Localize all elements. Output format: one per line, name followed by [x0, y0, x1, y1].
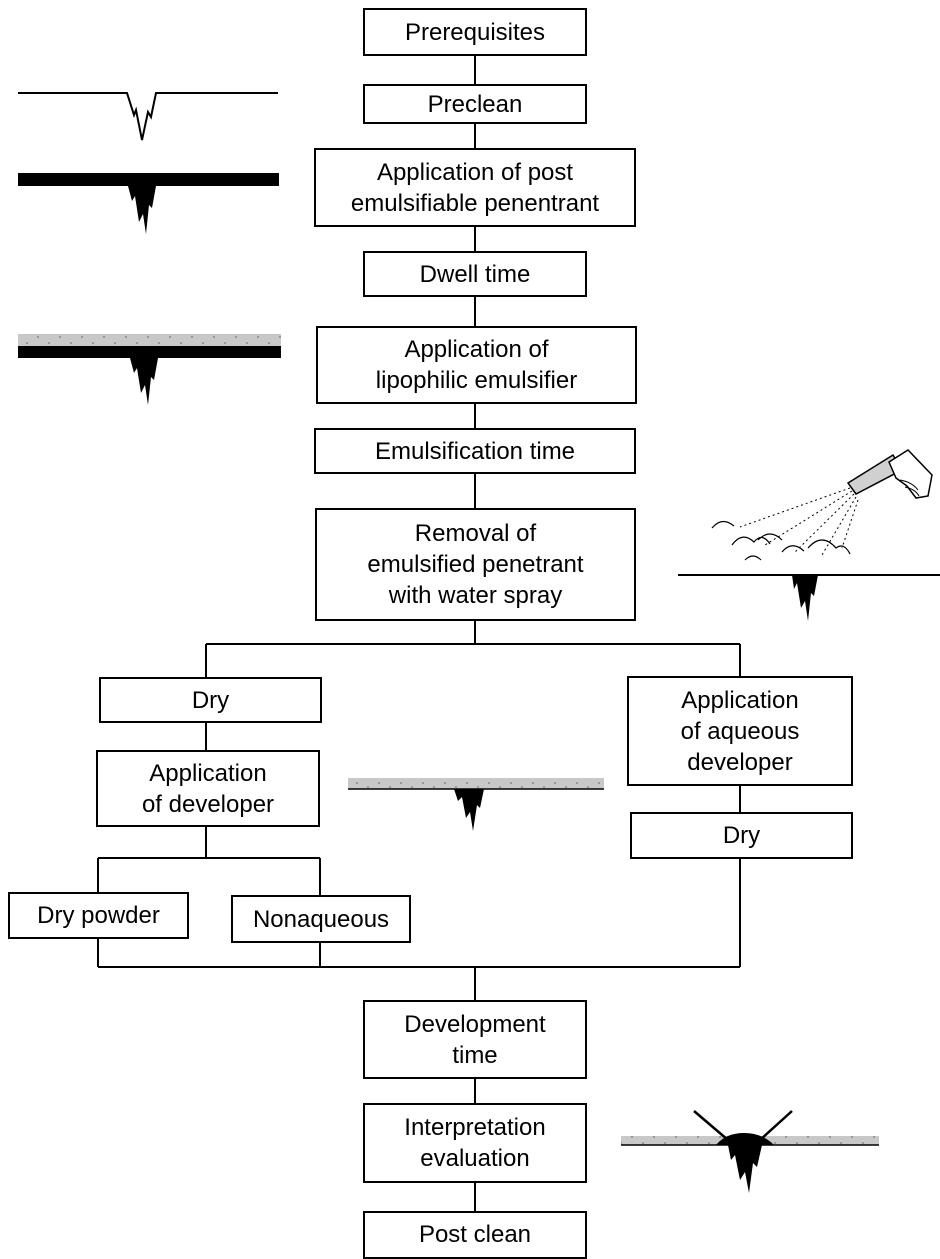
step-label: Application of aqueous developer: [680, 686, 800, 776]
step-label: Dry: [722, 822, 761, 849]
step-apply-penetrant: Application of post emulsifiable penentr…: [314, 148, 636, 227]
step-label: Development time: [404, 1010, 546, 1069]
step-apply-emulsifier: Application of lipophilic emulsifier: [316, 326, 637, 404]
developer-layer-icon: [348, 778, 604, 831]
step-label: Preclean: [427, 90, 523, 118]
step-label: Application of lipophilic emulsifier: [375, 336, 578, 394]
step-apply-aqueous-developer: Application of aqueous developer: [627, 676, 853, 786]
step-label: Prerequisites: [404, 18, 546, 46]
step-label: Removal of emulsified penetrant with wat…: [367, 520, 584, 609]
step-label: Application of post emulsifiable penentr…: [350, 158, 600, 217]
step-label: Nonaqueous: [252, 905, 390, 933]
emulsifier-layer-icon: [18, 334, 281, 405]
step-emulsification-time: Emulsification time: [314, 428, 636, 474]
step-dwell-time: Dwell time: [363, 251, 587, 297]
step-nonaqueous: Nonaqueous: [231, 895, 411, 943]
step-label: Application of developer: [141, 759, 275, 818]
step-label: Dry: [191, 686, 230, 714]
clean-crack-icon: [18, 92, 278, 141]
step-dry-right: Dry: [630, 812, 853, 859]
bleed-out-indication-icon: [621, 1110, 879, 1193]
step-interpretation: Interpretation evaluation: [363, 1103, 587, 1183]
step-preclean: Preclean: [363, 84, 587, 124]
penetrant-covered-surface-icon: [18, 173, 279, 234]
step-label: Dry powder: [37, 902, 160, 929]
step-label: Interpretation evaluation: [404, 1114, 546, 1172]
step-dry-left: Dry: [99, 677, 322, 723]
step-label: Emulsification time: [374, 437, 576, 465]
water-spray-gun-icon: [678, 449, 940, 621]
step-dry-powder: Dry powder: [8, 892, 189, 939]
connectors: [97, 56, 741, 1211]
step-apply-developer: Application of developer: [96, 750, 320, 827]
step-prerequisites: Prerequisites: [363, 8, 587, 56]
step-label: Dwell time: [419, 260, 531, 288]
step-post-clean: Post clean: [363, 1211, 587, 1259]
step-label: Post clean: [418, 1221, 532, 1248]
step-removal: Removal of emulsified penetrant with wat…: [315, 508, 636, 621]
step-development-time: Development time: [363, 1000, 587, 1079]
